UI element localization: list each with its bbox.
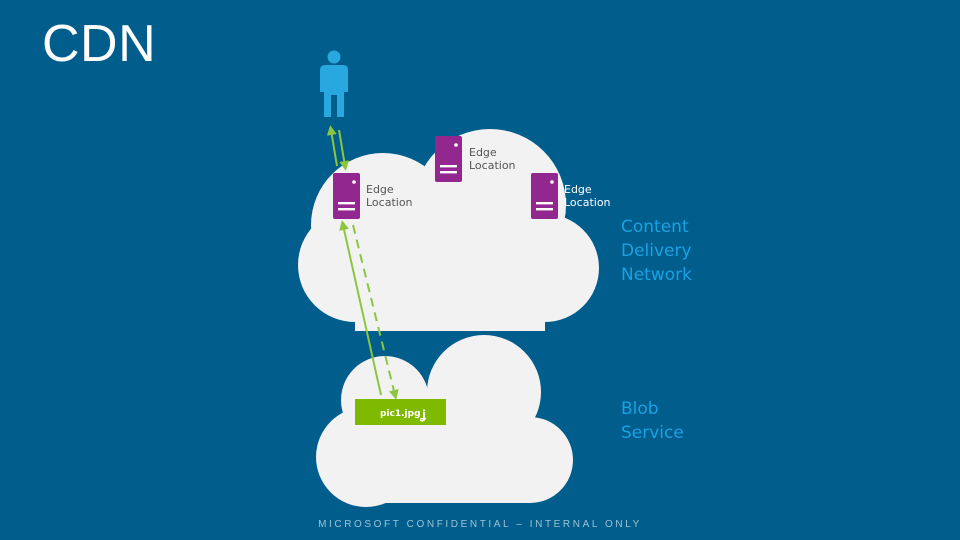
cdn-label-line: Delivery <box>621 241 692 261</box>
confidential-footer: MICROSOFT CONFIDENTIAL – INTERNAL ONLY <box>318 519 642 530</box>
user-edge-arrows <box>326 125 350 171</box>
server-icon <box>333 173 360 219</box>
edge-location-label: Edge Location <box>366 183 413 209</box>
edge-location-label: Edge Location <box>564 183 611 209</box>
arrow-blob-to-edge <box>339 220 382 396</box>
person-icon <box>320 50 348 117</box>
cdn-label: Content Delivery Network <box>621 215 692 287</box>
cdn-label-line: Network <box>621 265 692 285</box>
blob-label: Blob Service <box>621 397 684 445</box>
cdn-label-line: Content <box>621 217 689 237</box>
edge-location-label: Edge Location <box>469 146 516 172</box>
server-icon <box>531 173 558 219</box>
server-icon <box>435 136 462 182</box>
file-icon: ʝ <box>419 408 427 422</box>
slide-title: CDN <box>42 15 157 73</box>
blob-cloud <box>316 335 573 507</box>
file-label: pic1.jpg <box>380 409 421 419</box>
arrow-user-to-edge <box>338 129 350 171</box>
blob-edge-arrows <box>339 220 399 400</box>
arrow-edge-to-user <box>326 125 338 167</box>
blob-label-line: Blob <box>621 399 659 419</box>
file-box: pic1.jpg ʝ <box>355 399 446 425</box>
blob-label-line: Service <box>621 423 684 443</box>
